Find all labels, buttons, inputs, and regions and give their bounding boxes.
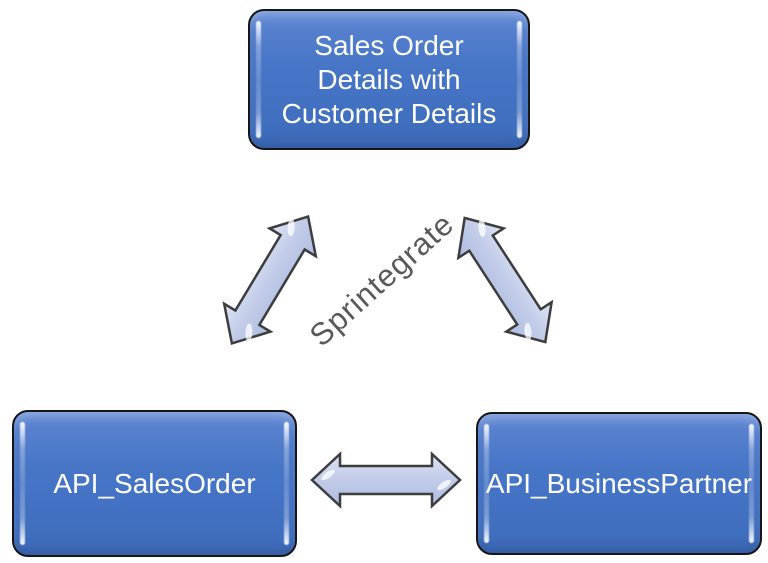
double-arrow-right-diagonal	[456, 216, 554, 344]
node-label: API_SalesOrder	[53, 467, 256, 499]
node-api-businesspartner: API_BusinessPartner	[476, 412, 762, 555]
node-label: Sales Order Details with Customer Detail…	[281, 29, 497, 129]
node-sales-order-details: Sales Order Details with Customer Detail…	[248, 9, 530, 150]
node-api-salesorder: API_SalesOrder	[12, 410, 297, 557]
double-arrow-horizontal	[310, 451, 462, 509]
node-label: API_BusinessPartner	[485, 467, 753, 499]
double-arrow-left-diagonal	[222, 214, 318, 346]
